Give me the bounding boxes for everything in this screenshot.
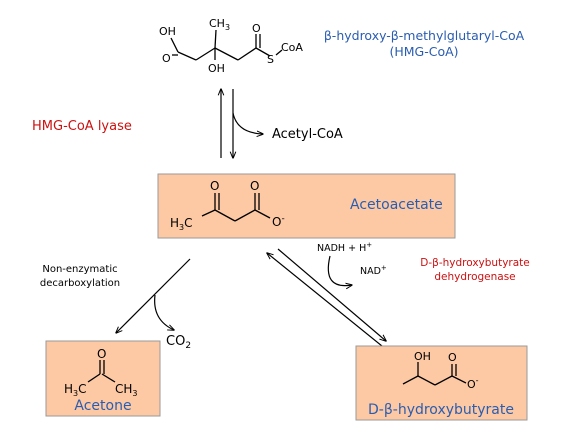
bond [177,51,197,61]
acetone-name: Acetone [74,398,131,414]
dehydrogenase-label-line1: D-β-hydroxybutyrate [420,257,530,269]
hmg-atom-o-acid: O [162,52,171,65]
hmg-atom-oh: OH [208,62,225,75]
nadh-label: NADH + H+ [317,241,372,254]
acetoacetate-atom-o-minus: O- [272,214,285,229]
hydroxybutyrate-box [355,345,528,421]
arrow-acetyl-coa-release [232,112,263,134]
bond [87,373,101,383]
bond [201,209,216,217]
arrow-to-acetone [116,258,191,333]
hmg-coa-name: β-hydroxy-β-methylglutaryl-CoA [324,28,525,43]
arrow-co2-release [154,294,174,330]
bond [195,47,216,61]
acetone-atom-right: CH3 [115,382,138,398]
dehydrogenase-label-line2: dehydrogenase [434,271,515,283]
hydroxybutyrate-atom-oh: OH [414,350,431,363]
hmg-atom-oh-acid: OH [159,25,176,38]
co2-label: CO2 [166,334,191,351]
acetoacetate-name: Acetoacetate [350,197,443,213]
acetoacetate-atom-h3c: H3C [170,216,193,232]
arrow-to-hydroxybutyrate [277,248,386,341]
bond [275,49,283,56]
acetone-structure [87,360,116,383]
acetoacetate-box [157,173,456,239]
bond [451,375,467,384]
nad-label: NAD+ [360,264,387,277]
decarboxylation-label-line1: Non-enzymatic [42,264,117,275]
bond [402,375,419,385]
lyase-enzyme-label: HMG-CoA lyase [32,119,132,134]
bond [237,47,257,61]
hmg-atom-s: S [267,53,274,66]
hydroxybutyrate-structure [402,362,467,386]
acetone-atom-left: H3C [64,382,87,398]
bond [214,29,217,49]
hmg-coa-abbrev: (HMG-CoA) [389,44,458,59]
acetoacetate-atom-o1: O [210,179,219,193]
arrow-nad-cycle [327,255,352,286]
bond [170,37,179,53]
bond [214,209,236,222]
acetone-atom-o: O [97,347,106,361]
acetoacetate-atom-o2: O [250,179,259,193]
bond [214,47,239,61]
hydroxybutyrate-atom-o-minus: O- [467,376,479,391]
acetyl-coa-label: Acetyl-CoA [272,127,343,142]
hmg-coa-structure [170,29,283,61]
bond [255,47,271,57]
hydroxybutyrate-atom-o: O [448,351,457,364]
bond [417,375,436,386]
hydroxybutyrate-name: D-β-hydroxybutyrate [368,402,514,418]
acetone-box [45,340,161,417]
bond [254,209,271,219]
acetoacetate-structure [201,193,271,222]
arrow-to-acetoacetate-reverse [267,253,383,347]
bond [101,373,116,383]
hmg-atom-coa: CoA [281,41,303,54]
bond [434,375,453,386]
hmg-atom-ch3: CH3 [209,17,230,32]
hmg-atom-o-thio: O [252,22,261,35]
bond [234,209,256,222]
decarboxylation-label-line2: decarboxylation [40,278,120,289]
